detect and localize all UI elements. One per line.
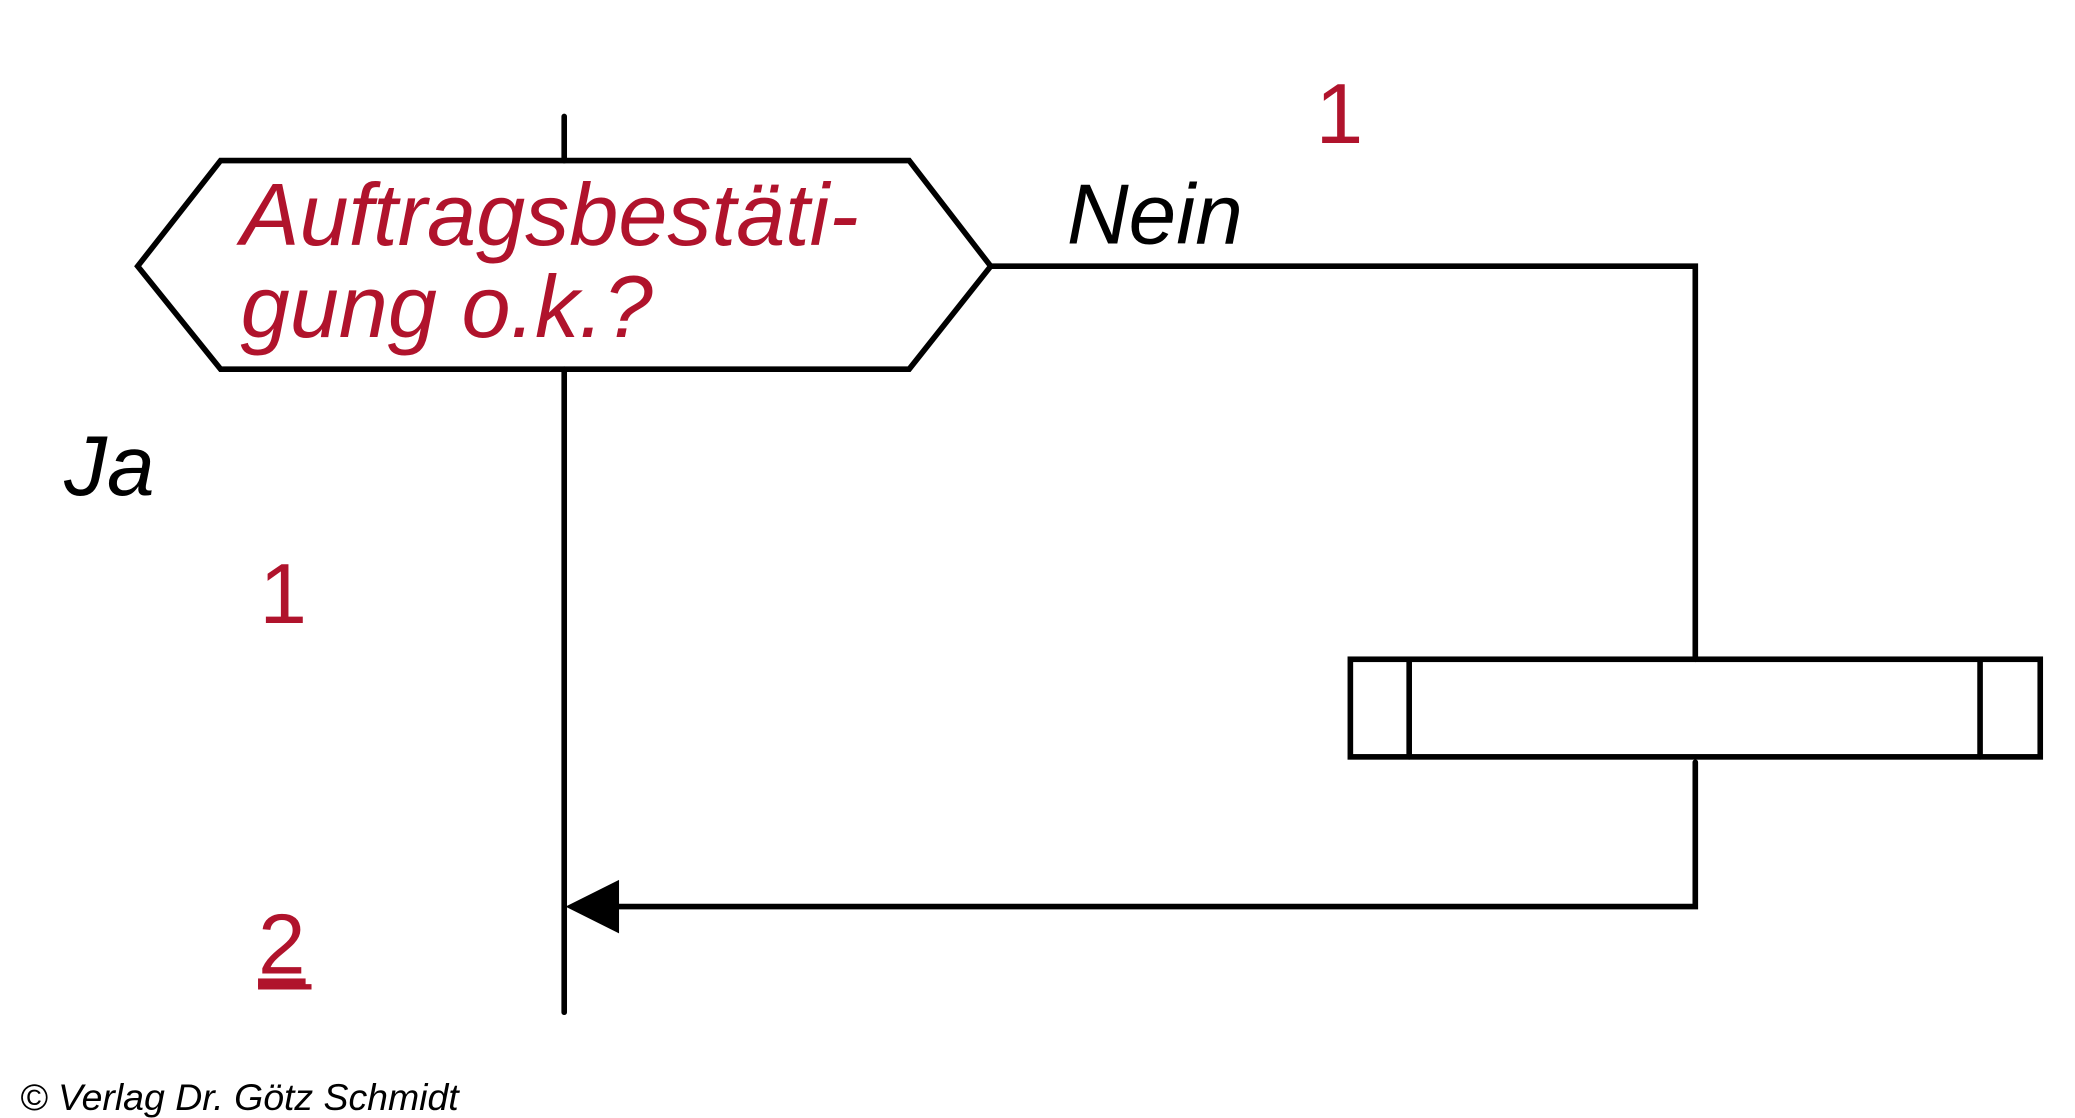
label-yes: Ja bbox=[63, 419, 154, 514]
arrow-head-icon bbox=[565, 879, 620, 934]
label-no: Nein bbox=[1067, 167, 1243, 262]
connector-left: 1 bbox=[259, 547, 307, 642]
flow-line-no bbox=[987, 263, 1699, 663]
subprocess-box bbox=[1347, 656, 2044, 760]
connector-bottom: 2 bbox=[258, 897, 306, 992]
decision-text-line1: Auftragsbestäti- bbox=[236, 165, 859, 264]
flow-line-return bbox=[585, 759, 1699, 910]
decision-text-line2: gung o.k.? bbox=[241, 257, 653, 356]
connector-top-right: 1 bbox=[1316, 67, 1364, 162]
copyright-text: © Verlag Dr. Götz Schmidt bbox=[20, 1076, 460, 1118]
